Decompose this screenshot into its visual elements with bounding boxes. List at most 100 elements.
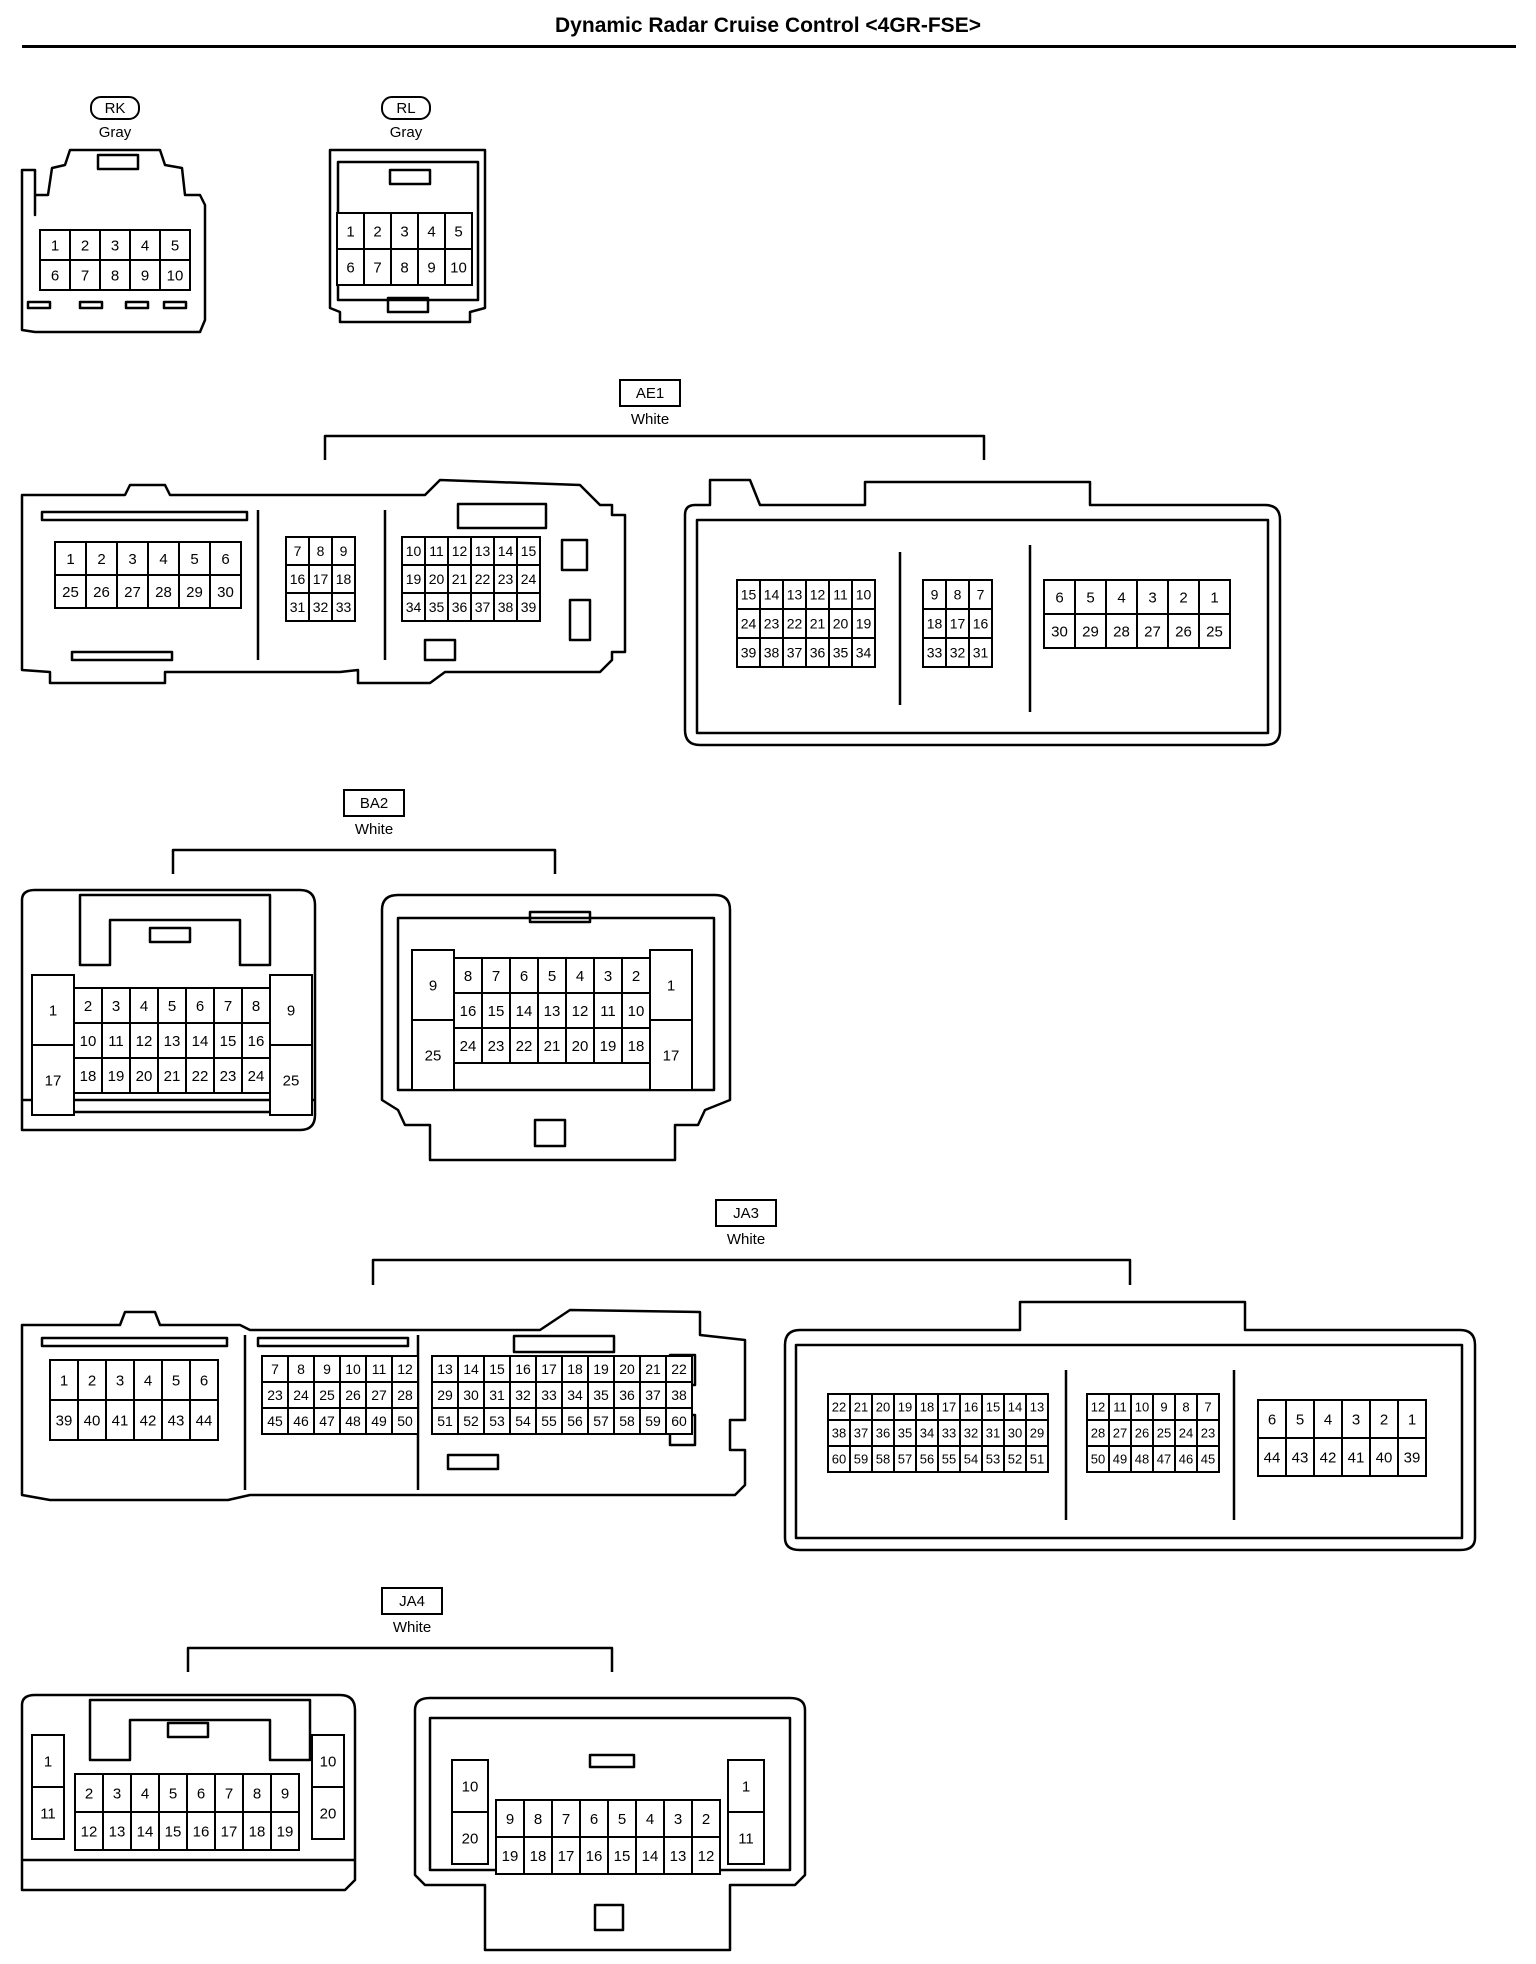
pin-number: 21 bbox=[452, 571, 468, 587]
pin-cell: 12 bbox=[391, 1355, 419, 1383]
pin-cell: 4 bbox=[133, 1359, 163, 1401]
pin-cell: 14 bbox=[493, 536, 518, 566]
pin-cell: 5 bbox=[607, 1799, 637, 1838]
pin-cell: 18 bbox=[523, 1836, 553, 1875]
pin-number: 60 bbox=[671, 1413, 687, 1429]
pin-cell: 14 bbox=[130, 1811, 160, 1851]
pin-number: 14 bbox=[498, 543, 514, 559]
pin-number: 13 bbox=[787, 587, 803, 603]
pin-number: 11 bbox=[833, 587, 848, 603]
rk-lock-slot bbox=[124, 300, 150, 310]
pin-cell: 39 bbox=[1397, 1437, 1427, 1477]
pin-number: 19 bbox=[277, 1823, 294, 1840]
pin-cell: 9 bbox=[331, 536, 356, 566]
pin-cell: 33 bbox=[331, 592, 356, 622]
pin-cell: 24 bbox=[241, 1057, 271, 1094]
pin-number: 21 bbox=[854, 1400, 868, 1415]
pin-cell: 35 bbox=[424, 592, 449, 622]
pin-cell: 22 bbox=[185, 1057, 215, 1094]
pin-number: 18 bbox=[249, 1823, 266, 1840]
pin-cell: 41 bbox=[105, 1399, 135, 1441]
pin-cell: 46 bbox=[287, 1407, 315, 1435]
title-rule bbox=[22, 45, 1516, 48]
pin-number: 4 bbox=[427, 223, 435, 240]
pin-cell: 34 bbox=[561, 1381, 589, 1409]
pin-cell: 20 bbox=[613, 1355, 641, 1383]
ja3-left-housing bbox=[20, 1308, 747, 1502]
pin-cell: 7 bbox=[551, 1799, 581, 1838]
pin-number: 1 bbox=[44, 1753, 52, 1770]
pin-number: 19 bbox=[898, 1400, 912, 1415]
pin-number: 36 bbox=[810, 645, 826, 661]
pin-cell: 5 bbox=[444, 212, 473, 250]
pin-number: 19 bbox=[593, 1361, 609, 1377]
pin-cell: 51 bbox=[431, 1407, 459, 1435]
pin-cell: 13 bbox=[663, 1836, 693, 1875]
pin-number: 59 bbox=[854, 1452, 868, 1467]
pin-number: 60 bbox=[832, 1452, 846, 1467]
pin-cell: 5 bbox=[1285, 1399, 1315, 1439]
pin-cell: 10 bbox=[159, 259, 191, 291]
pin-number: 17 bbox=[45, 1072, 62, 1089]
pin-cell: 17 bbox=[308, 564, 333, 594]
pin-cell: 25 bbox=[269, 1044, 313, 1116]
pin-number: 4 bbox=[1324, 1411, 1332, 1428]
pin-cell: 8 bbox=[453, 957, 483, 994]
pin-cell: 19 bbox=[893, 1393, 917, 1421]
pin-cell: 37 bbox=[470, 592, 495, 622]
pin-number: 13 bbox=[544, 1003, 561, 1020]
pin-cell: 47 bbox=[1152, 1445, 1176, 1473]
pin-cell: 14 bbox=[185, 1022, 215, 1059]
pin-cell: 18 bbox=[621, 1027, 651, 1064]
pin-cell: 50 bbox=[391, 1407, 419, 1435]
pin-number: 17 bbox=[663, 1047, 680, 1064]
pin-cell: 27 bbox=[1136, 613, 1169, 649]
pin-number: 14 bbox=[192, 1033, 209, 1050]
pin-cell: 20 bbox=[451, 1811, 489, 1865]
pin-number: 3 bbox=[674, 1811, 682, 1828]
pin-number: 2 bbox=[1380, 1411, 1388, 1428]
pin-cell: 55 bbox=[535, 1407, 563, 1435]
pin-cell: 21 bbox=[805, 608, 830, 639]
pin-cell: 8 bbox=[945, 579, 970, 610]
ja3-bracket bbox=[371, 1258, 1132, 1285]
pin-number: 27 bbox=[124, 584, 141, 601]
pin-cell: 25 bbox=[1152, 1419, 1176, 1447]
pin-cell: 34 bbox=[915, 1419, 939, 1447]
pin-cell: 4 bbox=[129, 987, 159, 1024]
pin-cell: 1 bbox=[1198, 579, 1231, 615]
connector-color: Gray bbox=[390, 124, 423, 141]
pin-number: 3 bbox=[128, 551, 136, 568]
pin-cell: 52 bbox=[1003, 1445, 1027, 1473]
pin-cell: 12 bbox=[129, 1022, 159, 1059]
pin-cell: 29 bbox=[1074, 613, 1107, 649]
pin-cell: 19 bbox=[587, 1355, 615, 1383]
connector-code: JA3 bbox=[733, 1205, 759, 1222]
pin-number: 7 bbox=[373, 259, 381, 276]
pin-number: 23 bbox=[267, 1387, 283, 1403]
pin-number: 3 bbox=[1148, 589, 1156, 606]
pin-number: 38 bbox=[832, 1426, 846, 1441]
pin-number: 11 bbox=[1113, 1400, 1127, 1415]
pin-cell: 18 bbox=[73, 1057, 103, 1094]
pin-cell: 31 bbox=[968, 637, 993, 668]
pin-cell: 19 bbox=[101, 1057, 131, 1094]
pin-cell: 1 bbox=[31, 1734, 65, 1788]
ae1-right-inner bbox=[695, 518, 1270, 735]
pin-cell: 21 bbox=[639, 1355, 667, 1383]
pin-cell: 19 bbox=[495, 1836, 525, 1875]
pin-cell: 7 bbox=[69, 259, 101, 291]
ja4-left-latch bbox=[166, 1721, 210, 1739]
pin-number: 17 bbox=[950, 616, 966, 632]
rk-latch bbox=[96, 153, 140, 171]
pin-cell: 1 bbox=[727, 1759, 765, 1813]
pin-number: 51 bbox=[1030, 1452, 1044, 1467]
pin-cell: 2 bbox=[74, 1773, 104, 1813]
pin-number: 15 bbox=[220, 1033, 237, 1050]
pin-number: 24 bbox=[741, 616, 757, 632]
pin-number: 24 bbox=[521, 571, 537, 587]
pin-number: 5 bbox=[618, 1811, 626, 1828]
pin-number: 27 bbox=[1113, 1426, 1127, 1441]
pin-number: 2 bbox=[702, 1811, 710, 1828]
